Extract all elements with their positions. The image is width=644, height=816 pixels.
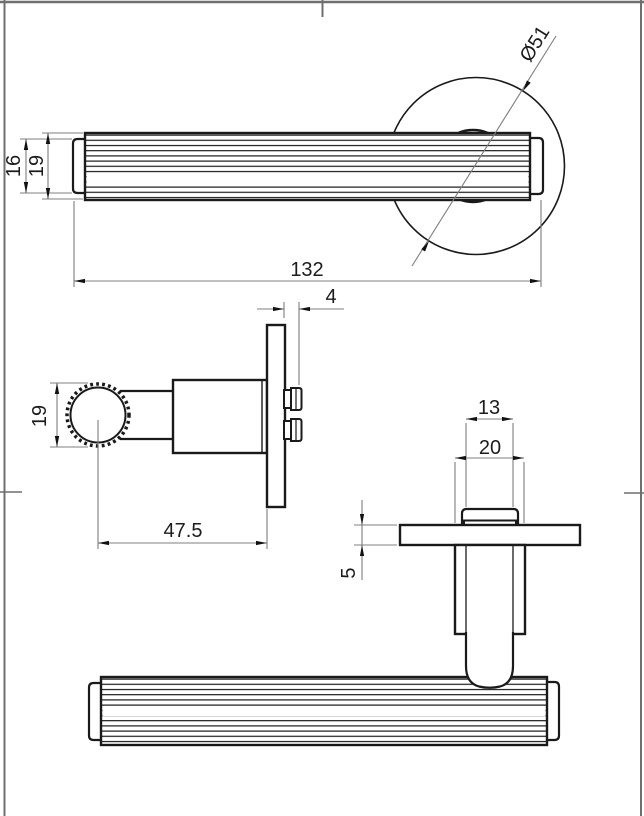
- rose-plate-top: [398, 523, 582, 547]
- dim-label-neck-width: 13: [477, 397, 501, 419]
- end-view-arrowheads: [359, 416, 524, 556]
- rose-diameter-leader: [411, 35, 557, 267]
- lever-neck-transition: [464, 632, 515, 689]
- dim-label-knob-diameter: 19: [29, 404, 51, 428]
- dim-label-rose-thickness: 5: [338, 567, 360, 579]
- end-view: [87, 416, 582, 747]
- lever-right-end-cap: [527, 136, 545, 196]
- side-view-arrowheads: [54, 306, 310, 546]
- dim-label-screw-projection: 4: [325, 286, 337, 308]
- front-dim-lines-length: [73, 200, 542, 287]
- dim-label-lever-length: 132: [290, 259, 324, 281]
- dim-label-center-to-rose: 47.5: [163, 520, 203, 542]
- rose-plate-edge: [265, 323, 287, 509]
- fluted-lever-grip: [83, 131, 532, 202]
- handle-hub-body: [171, 378, 269, 455]
- grip-highlight-band: [86, 174, 529, 184]
- grip-right-end-cap: [544, 680, 561, 742]
- end-dim-lines: [354, 418, 525, 580]
- side-dim-lines: [50, 302, 344, 549]
- grip-left-end-cap: [87, 681, 104, 742]
- front-view: [20, 35, 566, 287]
- dim-label-hub-diameter: 20: [478, 437, 502, 459]
- fixing-screws: [283, 387, 303, 442]
- front-view-arrowheads: [23, 80, 541, 284]
- side-view: [50, 302, 344, 549]
- lever-left-end-cap: [71, 137, 88, 195]
- grip-highlight-band-bottom: [102, 706, 546, 716]
- dim-label-cap-height: 16: [3, 154, 25, 178]
- dim-label-grip-diameter: 19: [26, 154, 48, 178]
